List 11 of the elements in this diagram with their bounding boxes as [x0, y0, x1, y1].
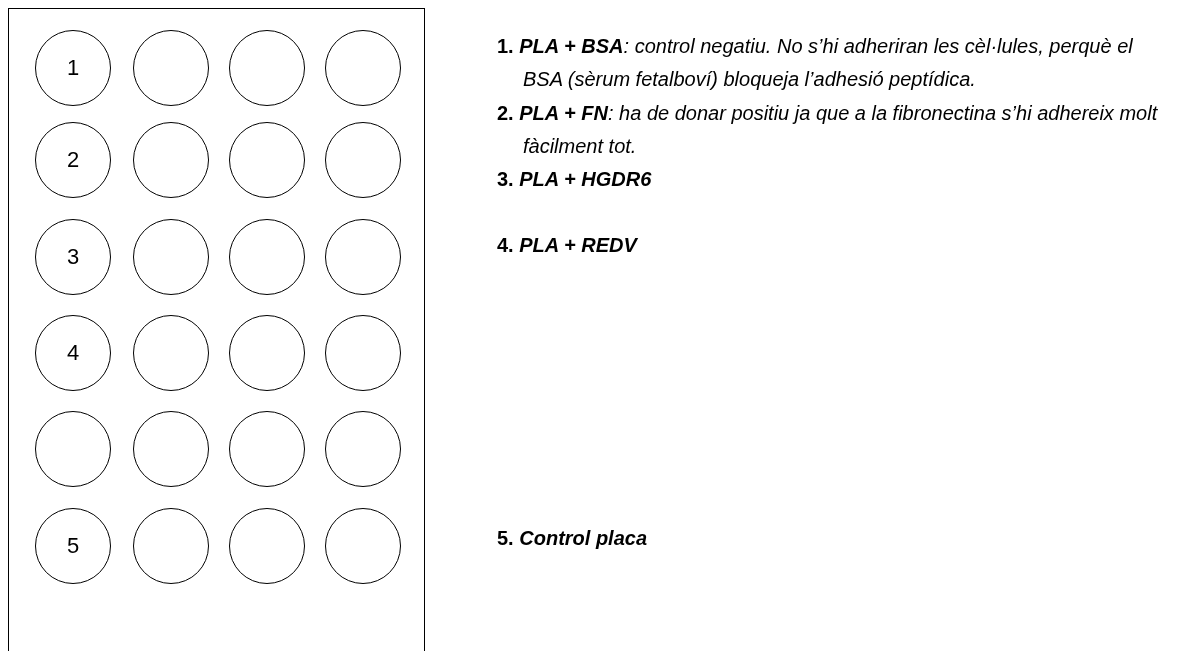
well-number: 5 [66, 533, 80, 559]
well-number: 2 [66, 147, 80, 173]
legend-note: 5. Control placa [497, 526, 649, 551]
legend-note: 1. PLA + BSA: control negatiu. No s’hi adheriran les cèl·lules, perquè el BSA (sèrum fetalboví) bloqueja l’adhesió peptídica. [497, 34, 1134, 92]
well-number: 4 [66, 340, 80, 366]
well-number: 1 [66, 55, 80, 81]
well-plate [8, 8, 425, 651]
legend-note: 4. PLA + REDV [497, 233, 639, 258]
well-number: 3 [66, 244, 80, 270]
legend-note: 2. PLA + FN: ha de donar positiu ja que a la fibronectina s’hi adhereix molt fàcilment tot. [497, 101, 1159, 159]
legend-note: 3. PLA + HGDR6 [497, 167, 653, 192]
